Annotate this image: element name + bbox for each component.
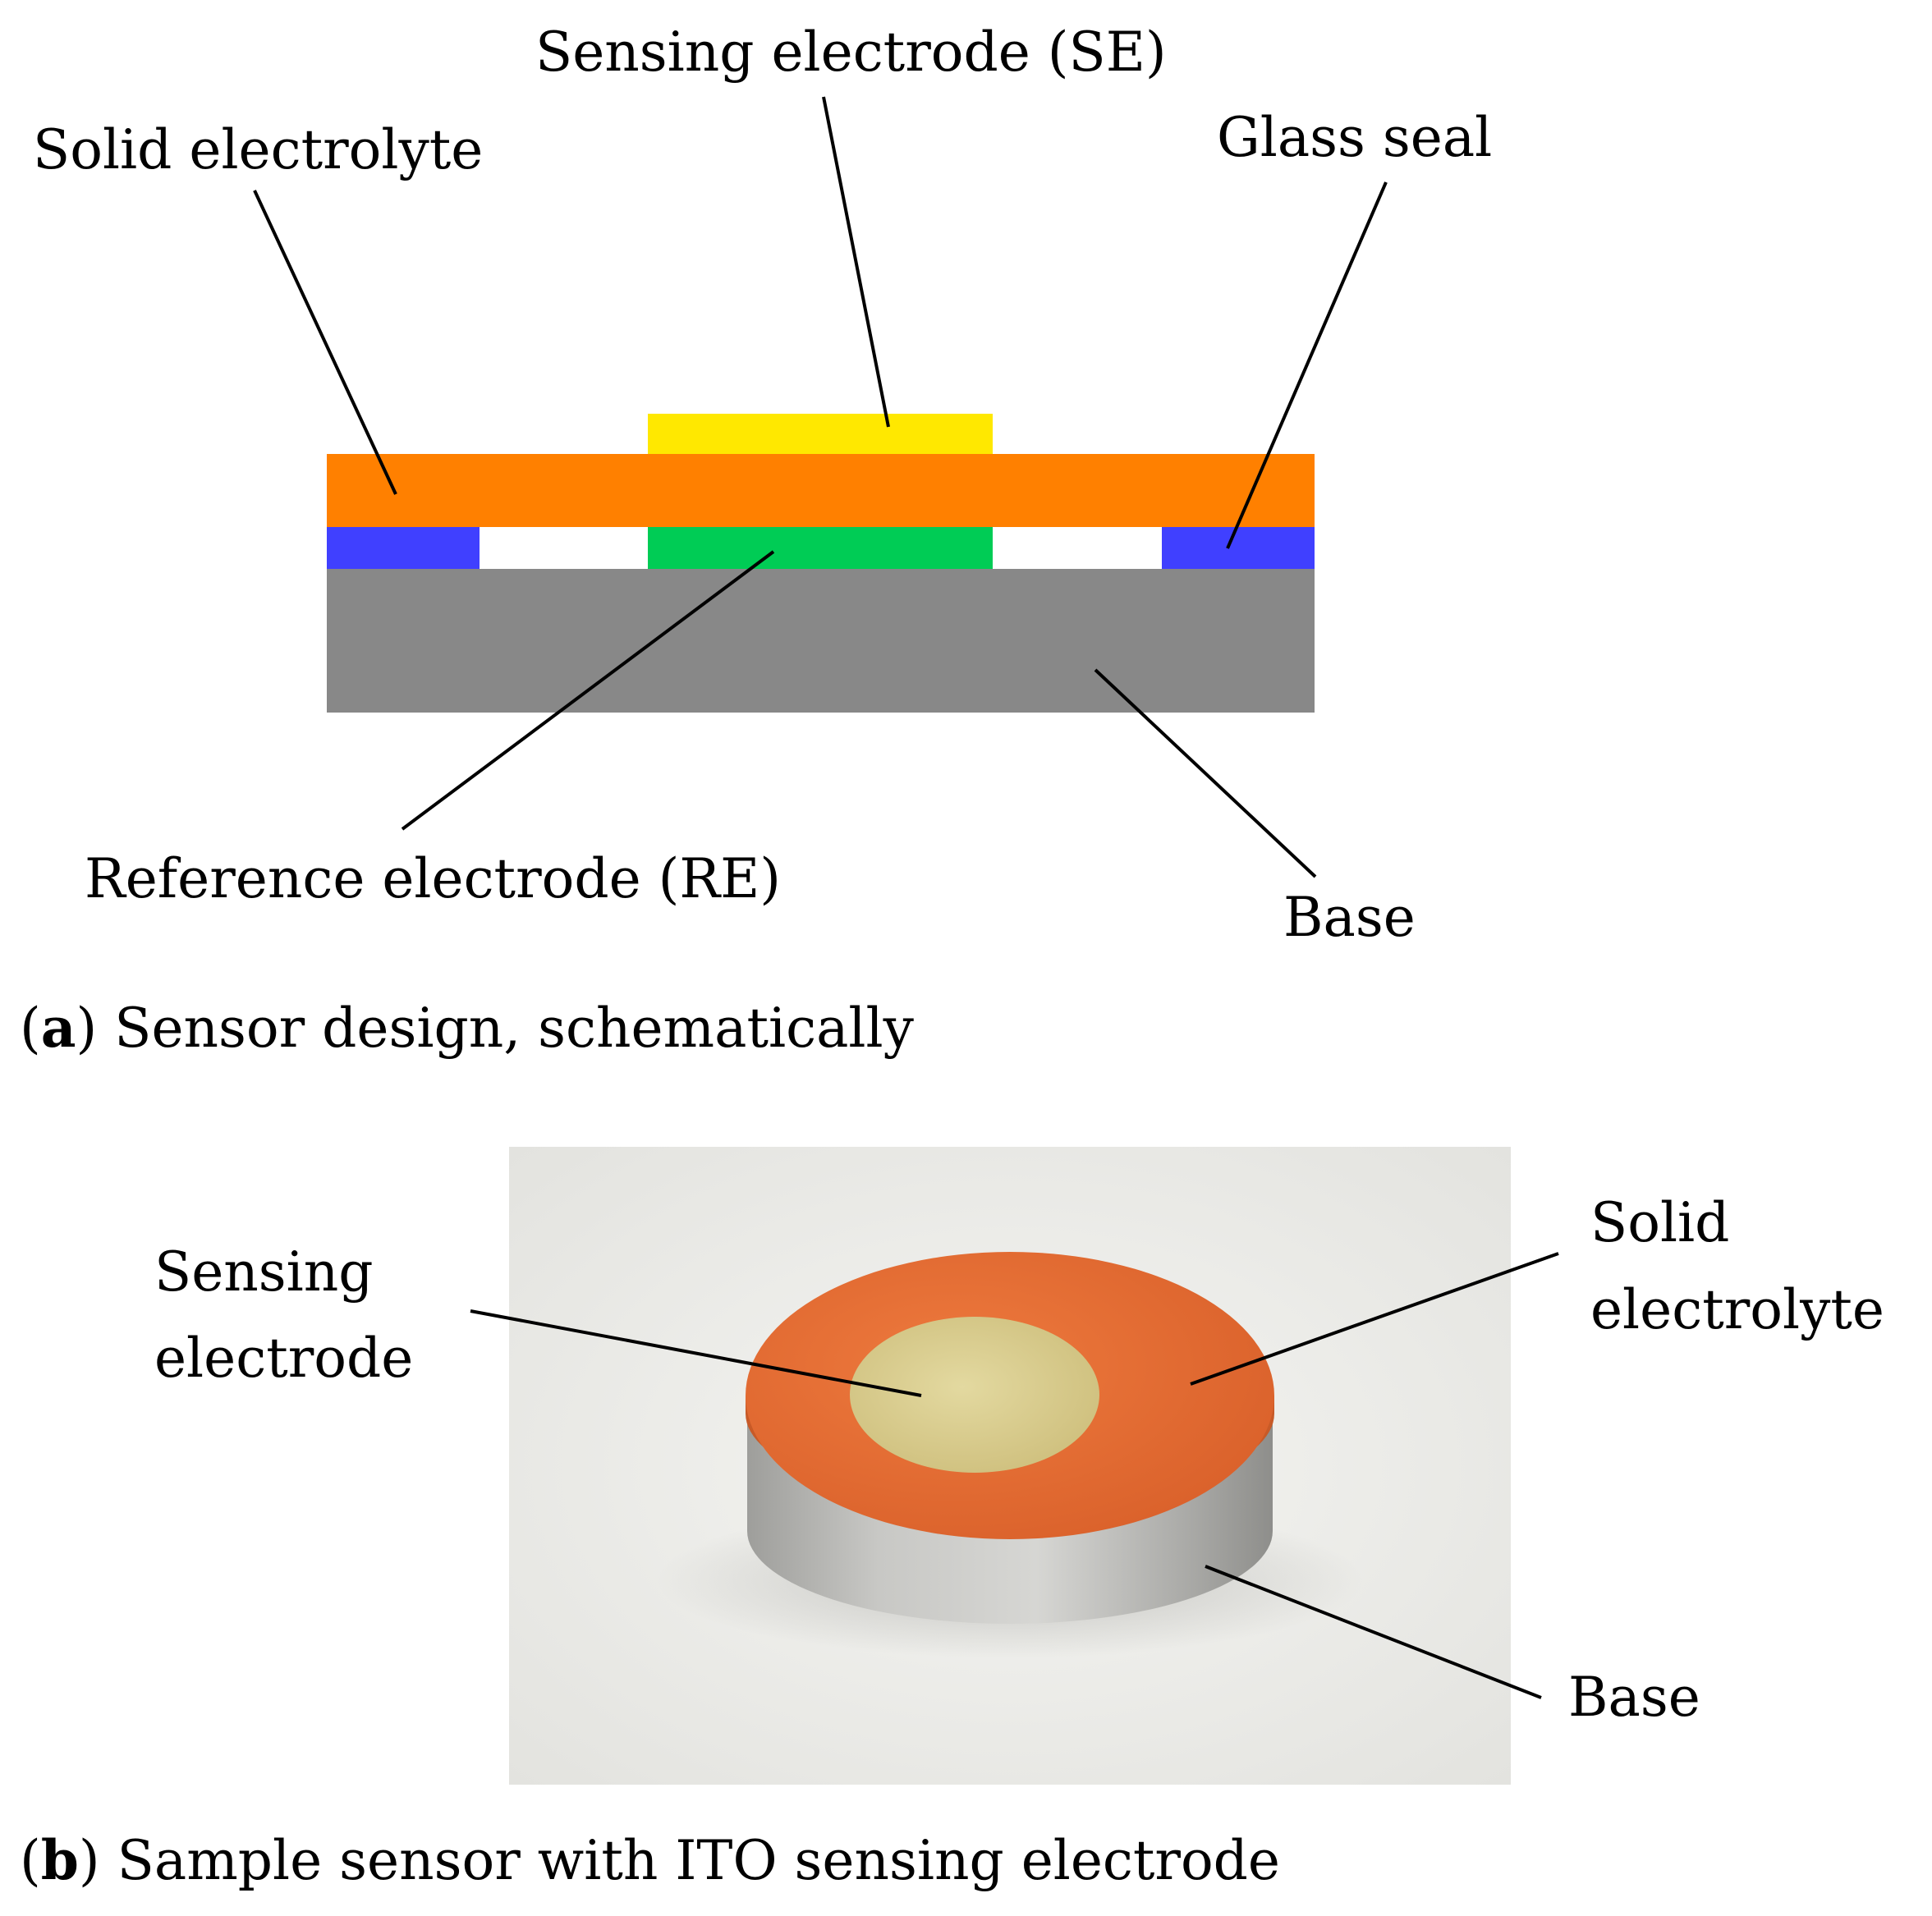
leader-base [1094,668,1317,878]
leader-glass-seal [1226,181,1388,549]
leader-b-base [1205,1565,1542,1699]
panel-b-photo: Sensing electrode Solid electrolyte Base… [20,1147,1884,1892]
label-base: Base [1283,886,1416,949]
solid-electrolyte-layer [327,454,1315,527]
sensing-electrode-disk [850,1317,1099,1473]
label-b-solid-line1: Solid [1590,1191,1729,1254]
label-b-sensing-line1: Sensing [154,1240,374,1304]
leader-solid-electrolyte [253,190,397,495]
leader-b-sensing-electrode [470,1309,922,1397]
leader-b-solid-electrolyte [1190,1252,1559,1386]
caption-b: (b) Sample sensor with ITO sensing elect… [20,1828,1280,1892]
leader-reference-electrode [401,550,775,831]
gap-left [480,527,648,569]
panel-a-schematic: Sensing electrode (SE) Solid electrolyte… [20,21,1492,1060]
reference-electrode-layer [648,527,993,569]
glass-seal-left [327,527,480,569]
label-sensing-electrode: Sensing electrode (SE) [535,21,1167,84]
label-b-sensing-line2: electrode [154,1327,413,1390]
glass-seal-right [1162,527,1315,569]
label-glass-seal: Glass seal [1217,106,1492,169]
label-b-solid-line2: electrolyte [1590,1278,1884,1341]
gap-right [993,527,1162,569]
label-solid-electrolyte: Solid electrolyte [33,118,483,181]
caption-a: (a) Sensor design, schematically [20,996,915,1060]
label-reference-electrode: Reference electrode (RE) [85,847,781,910]
base-layer [327,569,1315,713]
label-b-base: Base [1568,1666,1700,1729]
leader-sensing-electrode [822,96,890,428]
sensing-electrode-layer [648,414,993,454]
